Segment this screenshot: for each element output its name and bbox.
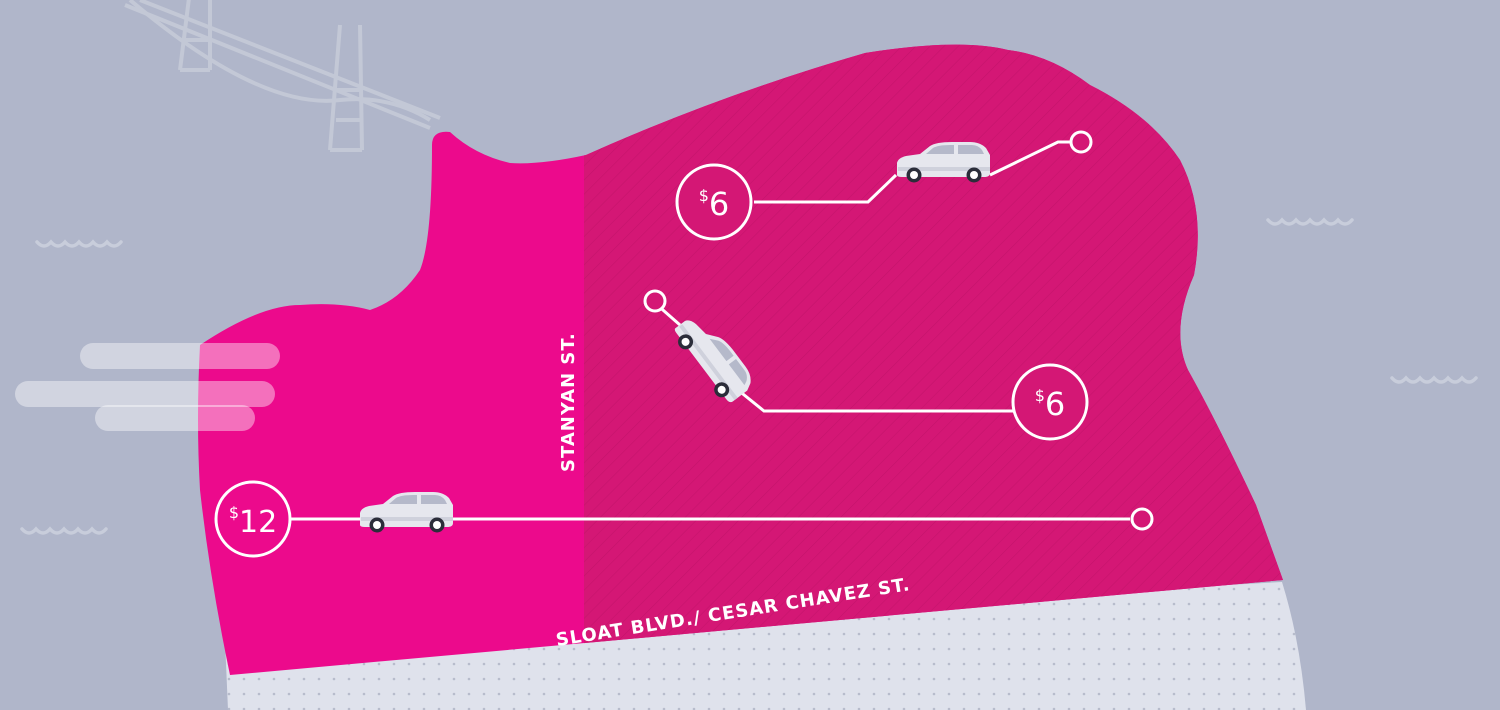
- route-1: $6: [675, 130, 1093, 241]
- wave-icon: [20, 217, 1478, 535]
- wind-icon: [15, 343, 280, 431]
- route-3-destination-marker: [1130, 507, 1154, 531]
- svg-text:$6: $6: [699, 185, 730, 223]
- route-2: $6: [643, 289, 1089, 441]
- price-amount-1: 6: [709, 185, 729, 223]
- route-3: $12: [214, 480, 1154, 558]
- bridge-icon: [124, 0, 441, 152]
- price-badge-3: [214, 480, 292, 558]
- south-area: [225, 582, 1306, 710]
- route-2-origin-marker: [643, 289, 667, 313]
- street-label-stanyan: STANYAN ST.: [558, 332, 579, 472]
- zone-east: [584, 44, 1283, 644]
- price-badge-1: [675, 163, 753, 241]
- price-amount-2: 6: [1045, 385, 1065, 423]
- route-1-destination-marker: [1069, 130, 1093, 154]
- svg-text:$6: $6: [1035, 385, 1066, 423]
- price-currency-2: $: [1035, 386, 1045, 405]
- svg-text:$12: $12: [229, 503, 277, 540]
- price-currency-3: $: [229, 503, 239, 522]
- price-badge-2: [1011, 363, 1089, 441]
- price-currency-1: $: [699, 186, 709, 205]
- price-amount-3: 12: [239, 505, 277, 540]
